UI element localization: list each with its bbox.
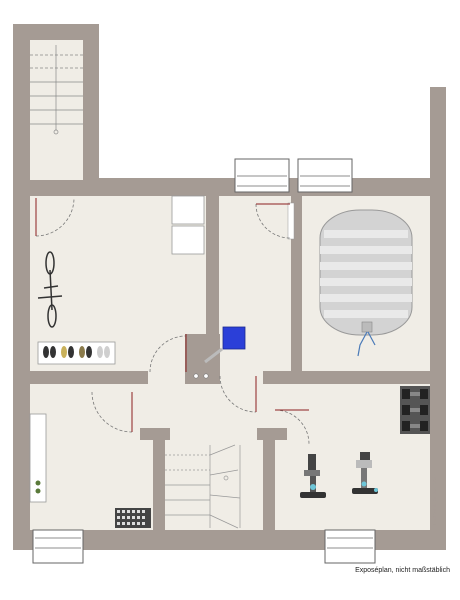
basement-staircase — [165, 444, 241, 529]
staircase-floor — [153, 438, 263, 530]
window-bottom-left — [32, 529, 84, 564]
fuse-box-icon — [193, 326, 246, 379]
interior-walls — [30, 178, 430, 530]
plan-caption: Exposéplan, nicht maßstäblich — [355, 567, 450, 574]
exercise-bike-right — [352, 452, 378, 494]
windows — [32, 158, 376, 564]
door-leaves — [35, 198, 309, 432]
shelf-icon — [171, 195, 205, 255]
exercise-bike-left — [300, 454, 326, 498]
crate-rack-icon — [115, 508, 151, 528]
window-top-right — [297, 158, 353, 193]
window-hall-side — [287, 202, 295, 240]
shoes-rack-icon — [37, 341, 116, 365]
stairwell-stairs — [30, 45, 83, 135]
oil-tank-icon — [319, 209, 413, 357]
washing-machine-icon — [29, 413, 47, 503]
illustration-credit: Illustration: Emmas Grafik — [432, 473, 437, 525]
window-top-left — [234, 158, 290, 193]
doors — [35, 197, 310, 445]
floors — [30, 40, 430, 530]
bicycle-icon — [37, 251, 63, 328]
exercise-machine-icon — [300, 452, 378, 498]
window-bottom-right — [324, 529, 376, 564]
weights-icon — [400, 386, 430, 434]
